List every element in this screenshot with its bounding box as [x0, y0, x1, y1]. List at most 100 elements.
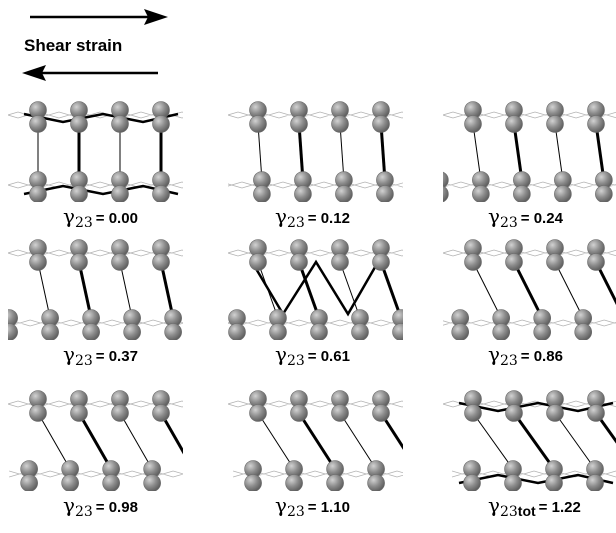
equals-sign: = [520, 210, 534, 227]
atom [492, 323, 511, 340]
shear-panel: γ23= 0.86 [443, 230, 616, 376]
atom [70, 253, 88, 271]
shear-panel: γ23= 1.10 [228, 381, 403, 527]
atom [443, 171, 449, 189]
atomic-structure [8, 101, 183, 202]
atom [111, 115, 129, 133]
strain-caption: γ23= 0.37 [63, 342, 138, 369]
atom [285, 474, 303, 491]
atom [253, 185, 271, 202]
strain-caption: γ23= 0.12 [275, 204, 350, 231]
atoms [20, 390, 170, 491]
strain-caption: γ23tot= 1.22 [488, 493, 581, 520]
atom [546, 253, 564, 271]
atom [70, 404, 88, 422]
atom [464, 404, 482, 422]
atomic-structure [443, 239, 616, 340]
atom [29, 404, 47, 422]
strain-value: 0.12 [320, 210, 350, 227]
atom [504, 474, 522, 491]
gamma-symbol: γ [488, 204, 500, 228]
strain-value: 0.24 [533, 210, 563, 227]
interlayer-bonds [472, 412, 616, 470]
strain-caption: γ23= 0.61 [275, 342, 350, 369]
atoms [443, 101, 613, 202]
gamma-symbol: γ [488, 342, 500, 366]
atom [111, 185, 129, 202]
atoms [228, 239, 403, 340]
atom [290, 404, 308, 422]
equals-sign: = [307, 499, 321, 516]
gamma-symbol: γ [63, 342, 75, 366]
atomic-structure [228, 390, 403, 491]
equals-sign: = [95, 210, 109, 227]
atomic-structure [443, 101, 616, 202]
equals-sign: = [307, 210, 321, 227]
interlayer-bonds [37, 261, 175, 319]
shear-panel: γ23= 0.61 [228, 230, 403, 376]
gamma-subscript: 23 [286, 504, 305, 520]
equals-sign: = [520, 348, 534, 365]
atom [29, 253, 47, 271]
atom [546, 404, 564, 422]
gamma-subscript: 23 [74, 353, 93, 369]
atom [111, 253, 129, 271]
gamma-symbol: γ [63, 493, 75, 517]
atom [111, 404, 129, 422]
atom [545, 474, 563, 491]
gamma-subscript: 23 [499, 353, 518, 369]
atom [152, 115, 170, 133]
atom [451, 323, 470, 340]
equals-sign: = [538, 499, 552, 516]
atom [244, 474, 262, 491]
atom [249, 115, 267, 133]
atom [372, 115, 390, 133]
atom [587, 404, 605, 422]
shear-arrows [22, 9, 168, 81]
atom [290, 253, 308, 271]
atoms [29, 101, 170, 202]
interlayer-bonds [37, 124, 163, 180]
atom [463, 474, 481, 491]
interlayer-bonds [472, 261, 616, 319]
atom [392, 323, 403, 340]
atom [143, 474, 161, 491]
gamma-symbol: γ [275, 342, 287, 366]
atom [505, 253, 523, 271]
strain-value: 0.37 [108, 348, 138, 365]
gamma-subscript: 23 [499, 504, 518, 520]
shear-panel: γ23= 0.98 [8, 381, 183, 527]
atom [533, 323, 552, 340]
atom [464, 253, 482, 271]
atom [123, 323, 141, 340]
strain-value: 1.22 [551, 499, 581, 516]
atomic-structure [228, 101, 403, 202]
gamma-subscript: 23 [286, 353, 305, 369]
atom [61, 474, 79, 491]
atom [102, 474, 120, 491]
atom [376, 185, 394, 202]
shear-strain-label: Shear strain [24, 36, 123, 55]
atoms [451, 239, 605, 340]
atom [152, 253, 170, 271]
shear-panel: γ23= 0.24 [443, 92, 616, 238]
shear-panel: γ23= 0.12 [228, 92, 403, 238]
strain-value: 0.00 [108, 210, 138, 227]
gamma-symbol: γ [275, 204, 287, 228]
atom [595, 185, 613, 202]
strain-caption: γ23= 1.10 [275, 493, 350, 520]
atom [20, 474, 38, 491]
atom [29, 185, 47, 202]
atom [70, 185, 88, 202]
atom [587, 253, 605, 271]
atom [228, 323, 246, 340]
strain-caption: γ23= 0.24 [488, 204, 563, 231]
equals-sign: = [95, 499, 109, 516]
atom [164, 323, 182, 340]
atom [331, 115, 349, 133]
strain-value: 1.10 [320, 499, 350, 516]
interlayer-bonds [472, 123, 606, 181]
atoms [244, 390, 390, 491]
shear-panel: γ23= 0.37 [8, 230, 183, 376]
